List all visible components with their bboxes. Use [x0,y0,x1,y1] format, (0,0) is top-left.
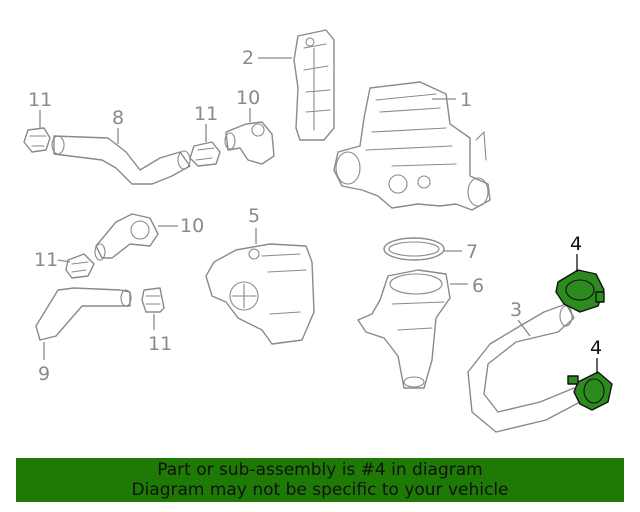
part-3-hose[interactable] [467,303,581,433]
leader-3 [517,319,531,337]
callout-11a: 11 [28,89,52,111]
leader-11c [57,259,71,263]
part-5-pump[interactable] [205,243,315,345]
callout-10a: 10 [236,87,260,109]
part-2-bracket[interactable] [293,29,335,141]
callout-3: 3 [510,299,522,321]
callout-2: 2 [242,47,254,69]
callout-11b: 11 [194,103,218,125]
callout-11c: 11 [34,249,58,271]
part-9-hose[interactable] [35,287,132,341]
part-6-thermostat[interactable] [357,269,451,389]
part-7-oring[interactable] [383,237,445,261]
part-10-fitting-a[interactable] [224,121,275,165]
callout-6: 6 [472,275,484,297]
callout-9: 9 [38,363,50,385]
callout-4b: 4 [590,337,602,359]
parts-diagram: 2 1 8 11 11 10 [23,29,613,433]
highlight-banner: Part or sub-assembly is #4 in diagram Di… [16,458,624,502]
part-10-fitting-b[interactable] [94,213,159,261]
part-4-clamp-upper[interactable] [555,269,605,313]
callout-10b: 10 [180,215,204,237]
banner-line-2: Diagram may not be specific to your vehi… [131,480,509,500]
banner-line-1: Part or sub-assembly is #4 in diagram [157,460,483,480]
part-4-clamp-lower[interactable] [567,371,613,411]
part-11-clip-b[interactable] [189,141,221,167]
callout-8: 8 [112,107,124,129]
callout-1: 1 [460,89,472,111]
part-11-sleeve[interactable] [141,287,165,313]
callout-5: 5 [248,205,260,227]
callout-4a: 4 [570,233,582,255]
part-8-hose[interactable] [51,135,191,185]
part-1-housing[interactable] [333,81,491,211]
callout-11d: 11 [148,333,172,355]
part-11-clip-c[interactable] [65,253,95,279]
part-11-clip-a[interactable] [23,127,51,153]
callout-7: 7 [466,241,478,263]
